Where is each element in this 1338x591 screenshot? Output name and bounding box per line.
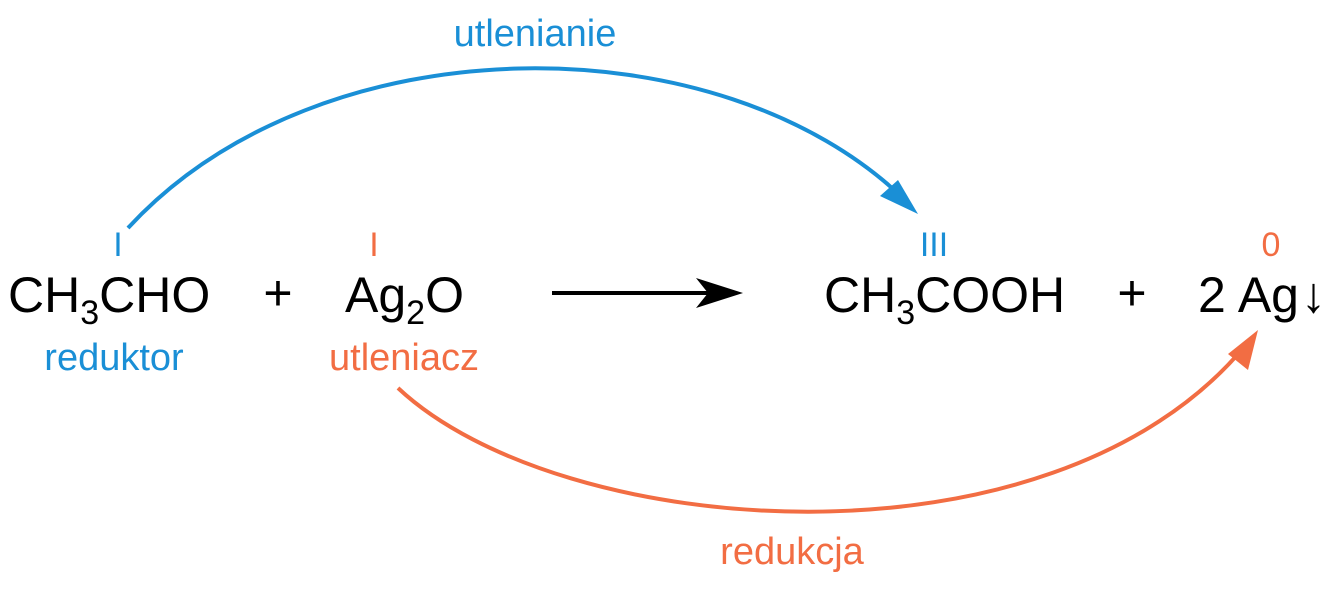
reactant2-formula: Ag2O — [345, 267, 464, 332]
reduction-arrowhead — [1228, 330, 1258, 370]
oxidation-arrowhead — [880, 180, 918, 214]
product1-rest: COOH — [915, 267, 1065, 323]
ox-state-reactant2: I — [369, 226, 378, 264]
reactant1-rest: CHO — [99, 267, 210, 323]
product1-main: CH — [824, 267, 896, 323]
reductant-label: reduktor — [44, 337, 184, 379]
reactant2-sub: 2 — [406, 294, 425, 332]
oxidation-arc — [126, 66, 907, 230]
plus-sign-1: + — [263, 265, 292, 321]
ox-state-product1: III — [920, 226, 948, 264]
reduction-arc — [396, 344, 1247, 514]
plus-sign-2: + — [1117, 265, 1146, 321]
reactant2-main: Ag — [345, 267, 406, 323]
reactant1-main: CH — [8, 267, 80, 323]
ox-state-reactant1: I — [113, 226, 122, 264]
product2-coefficient: 2 — [1198, 267, 1226, 323]
precipitate-arrow-icon: ↓ — [1301, 267, 1326, 323]
reactant1-formula: CH3CHO — [8, 267, 210, 332]
reactant1-sub: 3 — [80, 294, 99, 332]
reduction-label: redukcja — [720, 531, 864, 573]
product1-sub: 3 — [896, 294, 915, 332]
reaction-arrowhead — [696, 278, 743, 308]
product1-formula: CH3COOH — [824, 267, 1065, 332]
reactant2-rest: O — [425, 267, 464, 323]
ox-state-product2: 0 — [1262, 226, 1281, 264]
oxidation-label: utlenianie — [454, 13, 617, 55]
oxidant-label: utleniacz — [329, 337, 479, 379]
product2-main: Ag — [1238, 267, 1299, 323]
